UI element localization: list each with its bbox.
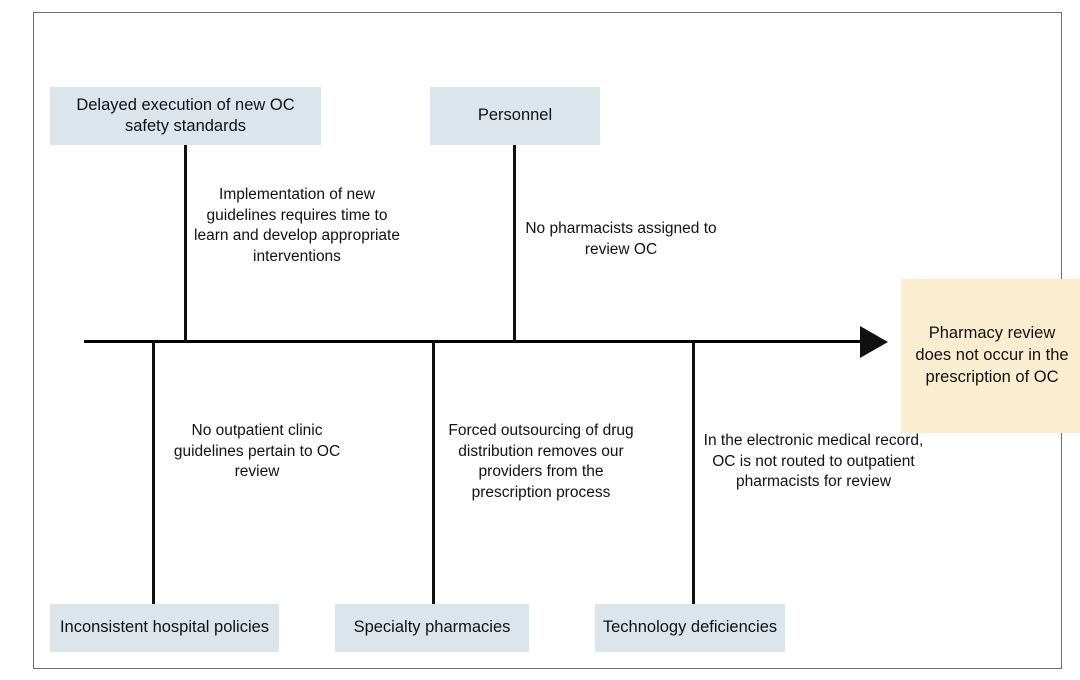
spine-arrow-icon (860, 326, 888, 358)
cause-text-specialty-pharmacies: Forced outsourcing of drug distribution … (448, 422, 634, 501)
category-box-inconsistent-hospital-policies[interactable]: Inconsistent hospital policies (50, 604, 279, 652)
effect-box[interactable]: Pharmacy review does not occur in the pr… (901, 279, 1080, 433)
category-box-specialty-pharmacies[interactable]: Specialty pharmacies (335, 604, 529, 652)
category-box-delayed-execution[interactable]: Delayed execution of new OC safety stand… (50, 87, 321, 145)
diagram-frame: Delayed execution of new OC safety stand… (33, 12, 1080, 669)
bone-specialty-pharmacies (432, 342, 435, 604)
category-box-personnel[interactable]: Personnel (430, 87, 600, 145)
cause-text-delayed-execution: Implementation of new guidelines require… (194, 186, 400, 265)
bone-technology-deficiencies (692, 342, 695, 604)
cause-text-inconsistent-hospital-policies: No outpatient clinic guidelines pertain … (173, 422, 341, 481)
cause-text-personnel: No pharmacists assigned to review OC (525, 220, 717, 258)
bone-inconsistent-hospital-policies (152, 342, 155, 604)
spine-line (84, 340, 864, 343)
cause-text-technology-deficiencies: In the electronic medical record, OC is … (703, 432, 924, 491)
bone-personnel (513, 145, 516, 342)
category-box-technology-deficiencies[interactable]: Technology deficiencies (595, 604, 785, 652)
bone-delayed-execution (184, 145, 187, 342)
